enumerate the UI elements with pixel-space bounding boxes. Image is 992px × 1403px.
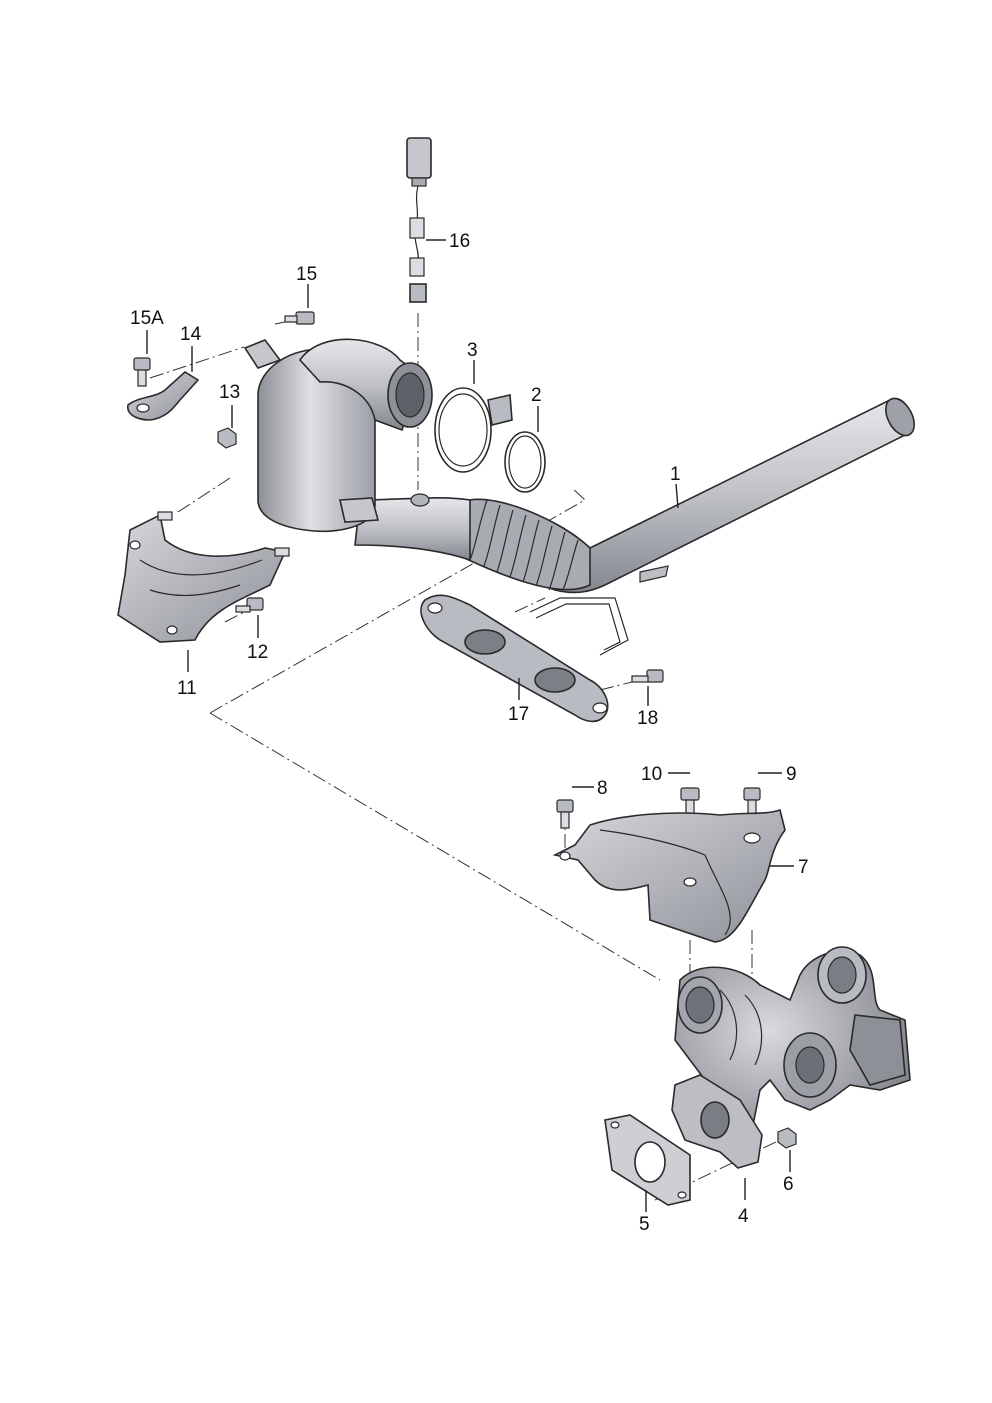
heat-shield-11 <box>117 511 290 643</box>
callout-6: 6 <box>783 1174 794 1195</box>
nut-13 <box>217 427 237 449</box>
turbocharger <box>671 946 911 1169</box>
callout-labels: 1 2 3 4 5 6 7 8 9 10 11 12 13 14 15 15A … <box>130 231 809 1235</box>
callout-9: 9 <box>786 764 797 785</box>
bolt-18 <box>631 669 664 683</box>
callout-15a: 15A <box>130 308 164 329</box>
callout-18: 18 <box>637 708 658 729</box>
bolts-lower <box>556 787 761 829</box>
callout-10: 10 <box>641 764 662 785</box>
callout-12: 12 <box>247 642 268 663</box>
callout-15: 15 <box>296 264 317 285</box>
callout-13: 13 <box>219 382 240 403</box>
clamp <box>434 387 513 473</box>
lambda-probe <box>406 137 432 303</box>
bolt-9 <box>743 787 761 817</box>
callout-17: 17 <box>508 704 529 725</box>
bolt-8 <box>556 799 574 829</box>
bolt-10 <box>680 787 700 819</box>
bolt-12 <box>235 597 264 613</box>
leader-lines <box>146 239 794 1212</box>
callout-7: 7 <box>798 857 809 878</box>
bolt-15 <box>284 311 315 325</box>
callout-11: 11 <box>177 678 197 699</box>
callout-1: 1 <box>670 464 681 485</box>
bracket-14 <box>127 371 200 421</box>
flange-gasket-17 <box>420 594 609 723</box>
callout-16: 16 <box>449 231 470 252</box>
ring-gasket <box>504 431 546 493</box>
gasket-5 <box>604 1114 691 1206</box>
assembly-lines <box>149 313 781 1201</box>
callout-5: 5 <box>639 1214 650 1235</box>
callout-2: 2 <box>531 385 542 406</box>
callout-8: 8 <box>597 778 608 799</box>
turbo-heat-shield-7 <box>552 808 786 943</box>
nut-6 <box>777 1127 797 1149</box>
catalytic-converter <box>243 338 433 533</box>
callout-14: 14 <box>180 324 202 345</box>
bolt-15a <box>133 357 151 387</box>
front-exhaust-pipe <box>354 397 915 656</box>
callout-4: 4 <box>738 1206 749 1227</box>
callout-3: 3 <box>467 340 478 361</box>
bolts-upper <box>133 311 315 613</box>
